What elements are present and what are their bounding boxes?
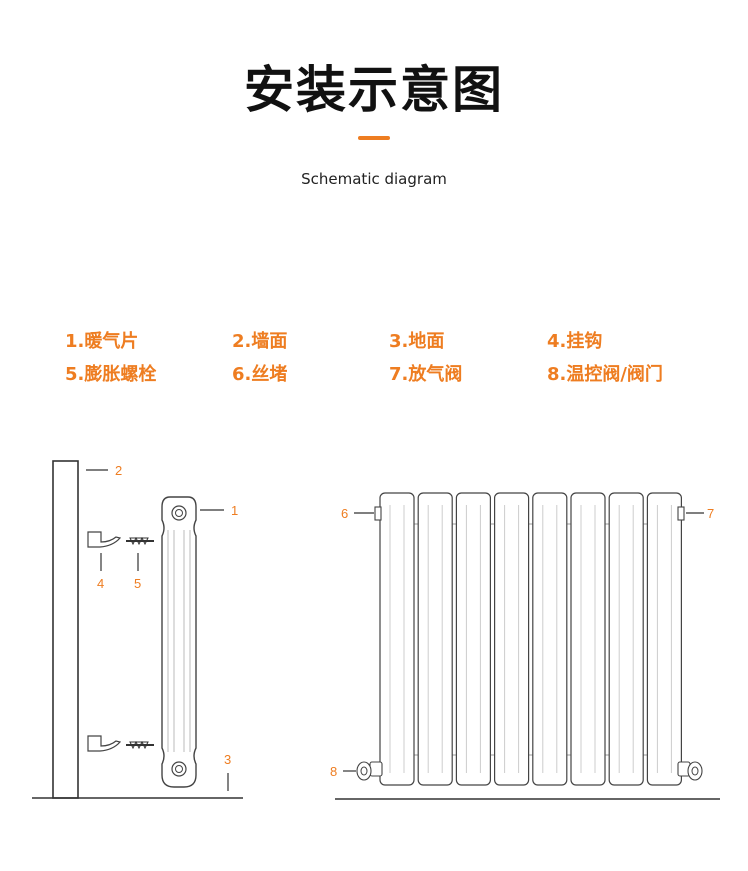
legend-item-expansion-bolt: 5.膨胀螺栓 — [65, 364, 157, 385]
legend-item-wall: 2.墙面 — [232, 331, 288, 352]
radiator-column — [646, 492, 683, 786]
radiator-side-profile — [161, 496, 197, 788]
callout-7: 7 — [707, 506, 714, 521]
page-subtitle: Schematic diagram — [301, 170, 447, 188]
upper-hook — [87, 531, 122, 548]
legend-item-radiator: 1.暖气片 — [65, 331, 139, 352]
radiator-column — [570, 492, 606, 786]
callout-2: 2 — [115, 463, 122, 478]
plug — [374, 506, 382, 521]
legend-item-plug: 6.丝堵 — [232, 364, 288, 385]
radiator-column — [532, 492, 568, 786]
legend-item-air-valve: 7.放气阀 — [389, 364, 463, 385]
title-accent-bar — [358, 136, 390, 140]
radiator-column — [608, 492, 644, 786]
page-title: 安装示意图 — [244, 61, 504, 119]
air-valve — [677, 506, 685, 521]
legend-item-thermostatic-valve: 8.温控阀/阀门 — [547, 364, 663, 385]
callout-5: 5 — [134, 576, 141, 591]
radiator-column — [379, 492, 415, 786]
legend-item-hook: 4.挂钩 — [547, 331, 603, 352]
callout-8: 8 — [330, 764, 337, 779]
callout-4: 4 — [97, 576, 104, 591]
legend-item-floor: 3.地面 — [389, 331, 445, 352]
left-thermostatic-valve — [356, 761, 383, 781]
lower-expansion-bolt — [126, 740, 154, 750]
right-valve — [677, 761, 703, 781]
wall — [52, 460, 79, 799]
upper-expansion-bolt — [126, 536, 154, 546]
radiator-column — [455, 492, 491, 786]
callout-6: 6 — [341, 506, 348, 521]
callout-1: 1 — [231, 503, 238, 518]
radiator-column — [417, 492, 453, 786]
side-view: 2 1 4 5 3 — [32, 460, 243, 799]
radiator-columns — [379, 492, 683, 786]
front-view: 6 7 8 — [330, 492, 720, 800]
callout-3: 3 — [224, 752, 231, 767]
radiator-column — [494, 492, 530, 786]
lower-hook — [87, 735, 122, 752]
